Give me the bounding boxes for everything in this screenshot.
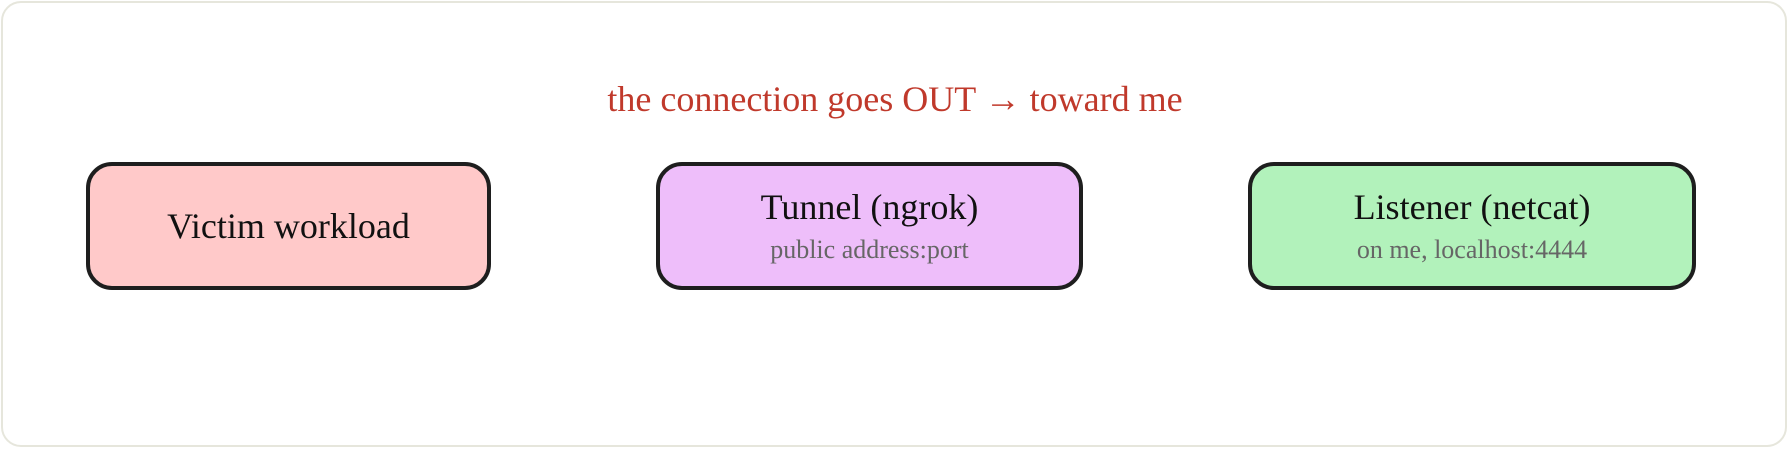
tunnel-node: Tunnel (ngrok) public address:port xyxy=(656,162,1083,290)
victim-workload-node: Victim workload xyxy=(86,162,491,290)
victim-workload-title: Victim workload xyxy=(167,206,410,246)
listener-node: Listener (netcat) on me, localhost:4444 xyxy=(1248,162,1696,290)
connection-direction-caption: the connection goes OUT → toward me xyxy=(607,79,1183,119)
listener-title: Listener (netcat) xyxy=(1353,187,1591,227)
tunnel-title: Tunnel (ngrok) xyxy=(760,187,979,227)
tunnel-subtitle: public address:port xyxy=(770,235,969,264)
listener-subtitle: on me, localhost:4444 xyxy=(1356,235,1588,264)
